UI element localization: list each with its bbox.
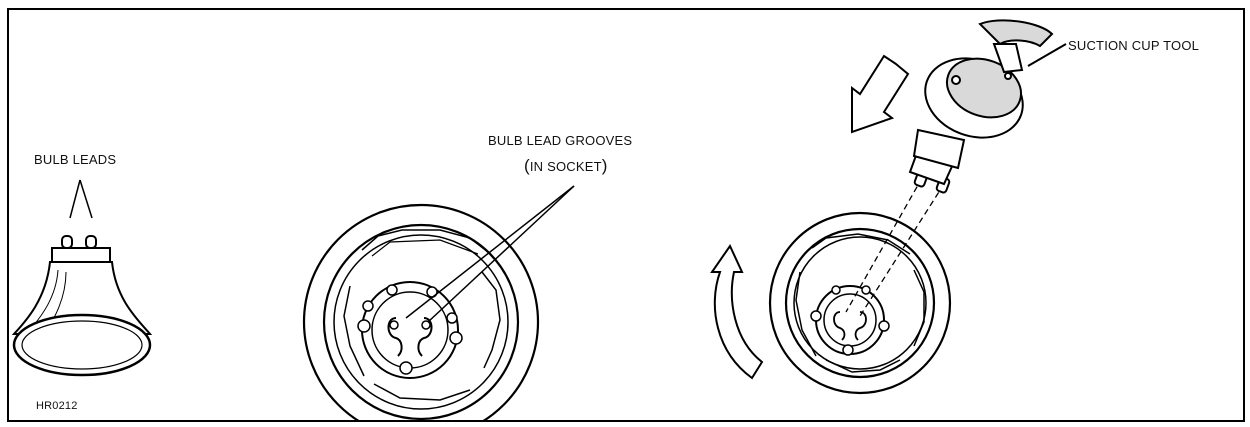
push-down-arrow: [851, 54, 910, 134]
grooves-label-line2: (IN SOCKET): [524, 156, 608, 176]
groove-leader-lines: [405, 185, 575, 323]
bulb-leads-label: BULB LEADS: [34, 152, 117, 167]
grooves-label-line1: BULB LEAD GROOVES: [488, 133, 633, 148]
suction-cup-tool: [908, 19, 1054, 194]
open-paren: (: [524, 156, 530, 175]
right-socket: [768, 211, 952, 395]
bulb-illustration: [11, 179, 153, 377]
suction-cup-tool-label: SUCTION CUP TOOL: [1068, 38, 1200, 53]
figure-code: HR0212: [36, 400, 78, 412]
middle-socket: [302, 203, 540, 427]
tool-leader-line: [1027, 43, 1067, 67]
figure-frame: [7, 8, 1245, 422]
close-paren: ): [601, 156, 608, 175]
in-socket-text: IN SOCKET: [529, 159, 602, 174]
alignment-guide-lines: [845, 177, 945, 317]
rotate-arrow: [710, 243, 764, 380]
